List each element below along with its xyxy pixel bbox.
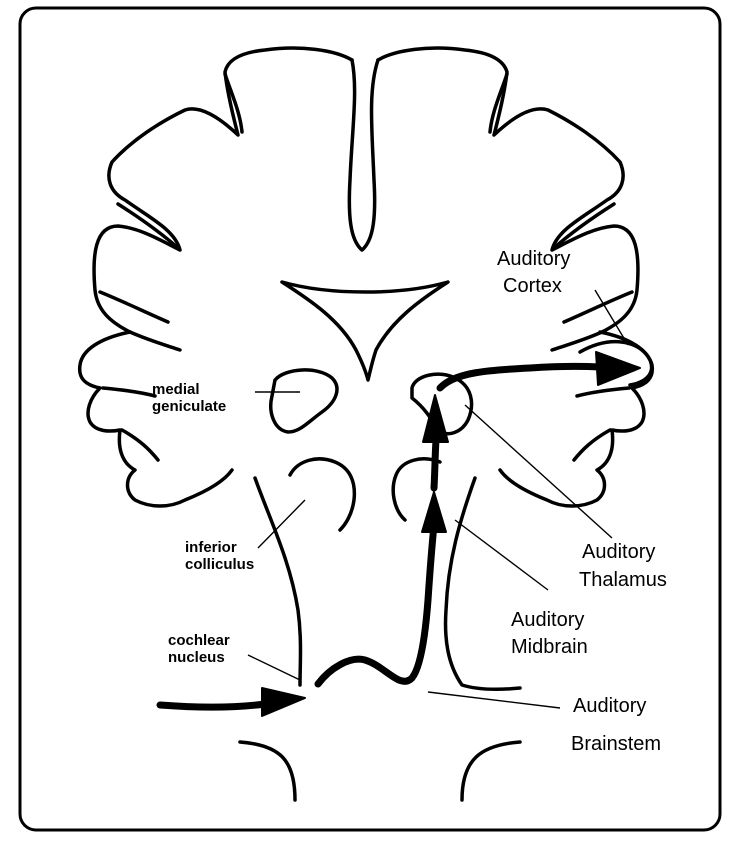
label-auditory-midbrain-line1: Auditory <box>511 609 584 631</box>
label-cochlear-nucleus-line2: nucleus <box>168 649 225 666</box>
label-inferior-colliculus-line2: colliculus <box>185 556 254 573</box>
label-auditory-cortex-line1: Auditory <box>497 248 570 270</box>
label-auditory-midbrain-line2: Midbrain <box>511 636 588 658</box>
label-medial-geniculate-line2: geniculate <box>152 398 226 415</box>
midbrain-to-thalamus-path <box>434 440 436 488</box>
label-auditory-thalamus-line1: Auditory <box>582 541 655 563</box>
label-auditory-cortex-line2: Cortex <box>503 275 562 297</box>
label-cochlear-nucleus-line1: cochlear <box>168 632 230 649</box>
label-auditory-thalamus-line2: Thalamus <box>579 569 667 591</box>
input-arrow-shaft <box>160 704 265 707</box>
label-auditory-brainstem-line2: Brainstem <box>571 733 661 755</box>
label-auditory-brainstem-line1: Auditory <box>573 695 646 717</box>
label-cochlear-nucleus: cochlear nucleus <box>168 632 234 666</box>
label-inferior-colliculus-line1: inferior <box>185 539 237 556</box>
label-medial-geniculate-line1: medial <box>152 381 200 398</box>
